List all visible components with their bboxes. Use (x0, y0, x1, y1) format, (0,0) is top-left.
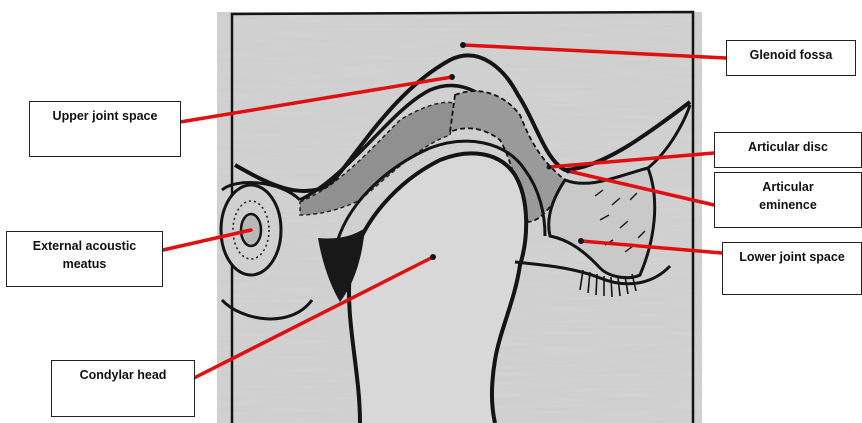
label-text: Condylar head (52, 366, 194, 384)
label-text: External acoustic (7, 237, 162, 255)
label-glenoid-fossa: Glenoid fossa (726, 40, 856, 76)
label-text: Articular (715, 178, 861, 196)
label-external-acoustic-meatus: External acoustic meatus (6, 231, 163, 287)
label-condylar-head: Condylar head (51, 360, 195, 417)
label-text: eminence (715, 196, 861, 214)
label-lower-joint-space: Lower joint space (722, 242, 862, 295)
label-text: Glenoid fossa (727, 46, 855, 64)
label-text: Lower joint space (723, 248, 861, 266)
label-articular-disc: Articular disc (714, 132, 862, 168)
label-upper-joint-space: Upper joint space (29, 101, 181, 157)
label-articular-eminence: Articular eminence (714, 172, 862, 228)
label-text: Articular disc (715, 138, 861, 156)
label-text: Upper joint space (30, 107, 180, 125)
label-text: meatus (7, 255, 162, 273)
